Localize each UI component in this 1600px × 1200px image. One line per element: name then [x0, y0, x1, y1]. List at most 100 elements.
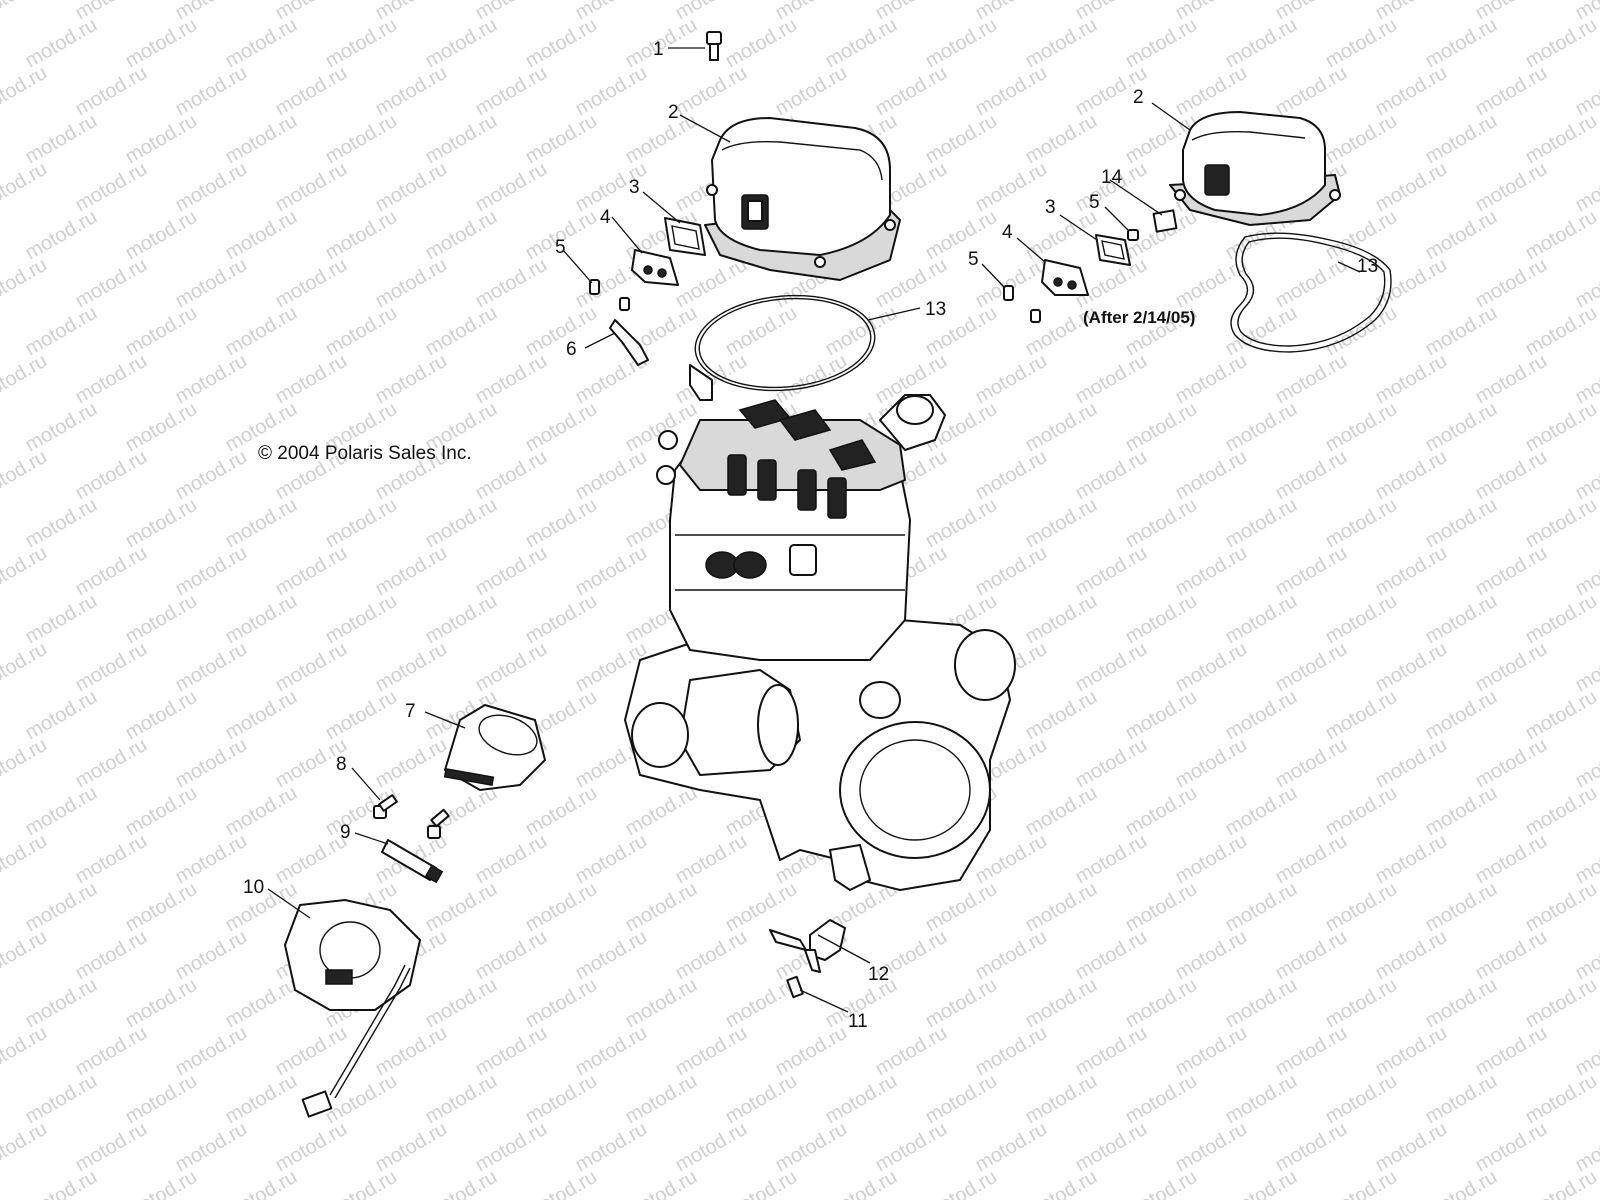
watermark-text: motod.ru — [72, 254, 151, 313]
watermark-text: motod.ru — [422, 494, 501, 553]
watermark-text: motod.ru — [1272, 542, 1351, 601]
watermark-text: motod.ru — [1322, 398, 1401, 457]
watermark-text: motod.ru — [222, 302, 301, 361]
watermark-text: motod.ru — [172, 1118, 251, 1177]
watermark-text: motod.ru — [1522, 398, 1600, 457]
watermark-text: motod.ru — [1322, 590, 1401, 649]
watermark-text: motod.ru — [22, 686, 101, 745]
watermark-text: motod.ru — [1022, 974, 1101, 1033]
watermark-text: motod.ru — [422, 590, 501, 649]
watermark-text: motod.ru — [1522, 878, 1600, 937]
watermark-text: motod.ru — [272, 62, 351, 121]
watermark-text: motod.ru — [522, 878, 601, 937]
watermark-text: motod.ru — [1022, 686, 1101, 745]
watermark-text: motod.ru — [372, 542, 451, 601]
watermark-text: motod.ru — [672, 62, 751, 121]
watermark-text: motod.ru — [572, 1022, 651, 1081]
watermark-text: motod.ru — [1222, 14, 1301, 73]
watermark-text: motod.ru — [772, 350, 851, 409]
watermark-text: motod.ru — [1422, 14, 1501, 73]
callout-labels: 1 2 2 3 3 4 4 5 5 5 6 7 8 9 10 11 12 13 … — [243, 39, 1378, 1032]
watermark-text: motod.ru — [322, 1166, 401, 1200]
callout-14: 14 — [1101, 167, 1123, 188]
watermark-text: motod.ru — [1172, 1118, 1251, 1177]
watermark-text: motod.ru — [1122, 398, 1201, 457]
watermark-text: motod.ru — [622, 878, 701, 937]
watermark-text: motod.ru — [922, 494, 1001, 553]
watermark-text: motod.ru — [172, 446, 251, 505]
watermark-text: motod.ru — [1122, 494, 1201, 553]
callout-3-left: 3 — [629, 177, 640, 198]
watermark-text: motod.ru — [972, 254, 1051, 313]
callout-8: 8 — [336, 754, 347, 775]
watermark-text: motod.ru — [1522, 974, 1600, 1033]
part-13-o-ring — [694, 294, 876, 392]
watermark-text: motod.ru — [1422, 590, 1501, 649]
watermark-text: motod.ru — [1372, 1022, 1451, 1081]
watermark-text: motod.ru — [1472, 1022, 1551, 1081]
callout-13-right: 13 — [1357, 256, 1378, 277]
part-13-cover-gasket — [1230, 232, 1392, 353]
watermark-text: motod.ru — [72, 734, 151, 793]
watermark-text: motod.ru — [0, 1022, 51, 1081]
watermark-text: motod.ru — [1472, 350, 1551, 409]
watermark-text: motod.ru — [972, 542, 1051, 601]
watermark-text: motod.ru — [572, 62, 651, 121]
watermark-text: motod.ru — [1522, 494, 1600, 553]
watermark-text: motod.ru — [1222, 398, 1301, 457]
watermark-text: motod.ru — [1322, 974, 1401, 1033]
watermark-text: motod.ru — [1272, 350, 1351, 409]
watermark-text: motod.ru — [672, 1118, 751, 1177]
watermark-text: motod.ru — [1122, 782, 1201, 841]
watermark-text: motod.ru — [322, 494, 401, 553]
watermark-text: motod.ru — [222, 590, 301, 649]
watermark-text: motod.ru — [772, 1022, 851, 1081]
watermark-text: motod.ru — [1022, 110, 1101, 169]
watermark-text: motod.ru — [522, 1070, 601, 1129]
watermark-text: motod.ru — [322, 782, 401, 841]
watermark-text: motod.ru — [1422, 1166, 1501, 1200]
callout-5-left: 5 — [555, 237, 566, 258]
watermark-text: motod.ru — [1272, 638, 1351, 697]
watermark-text: motod.ru — [1122, 590, 1201, 649]
watermark-text: motod.ru — [1322, 494, 1401, 553]
watermark-text: motod.ru — [1472, 830, 1551, 889]
watermark-text: motod.ru — [22, 590, 101, 649]
watermark-text: motod.ru — [222, 782, 301, 841]
watermark-text: motod.ru — [122, 1166, 201, 1200]
watermark-text: motod.ru — [1072, 1118, 1151, 1177]
watermark-text: motod.ru — [572, 542, 651, 601]
rocker-arms — [738, 399, 877, 471]
watermark-text: motod.ru — [1172, 542, 1251, 601]
watermark-text: motod.ru — [472, 1022, 551, 1081]
watermark-text: motod.ru — [72, 158, 151, 217]
watermark-text: motod.ru — [972, 1022, 1051, 1081]
watermark-text: motod.ru — [1022, 398, 1101, 457]
watermark-text: motod.ru — [1472, 446, 1551, 505]
watermark-text: motod.ru — [472, 926, 551, 985]
watermark-text: motod.ru — [1072, 830, 1151, 889]
watermark-text: motod.ru — [422, 1166, 501, 1200]
callout-10: 10 — [243, 877, 264, 898]
watermark-text: motod.ru — [1172, 350, 1251, 409]
watermark-text: motod.ru — [322, 14, 401, 73]
watermark-text: motod.ru — [22, 494, 101, 553]
watermark-text: motod.ru — [1072, 1022, 1151, 1081]
watermark-text: motod.ru — [1122, 14, 1201, 73]
watermark-text: motod.ru — [1072, 926, 1151, 985]
watermark-text: motod.ru — [1372, 62, 1451, 121]
watermark-text: motod.ru — [172, 830, 251, 889]
watermark-text: motod.ru — [1072, 638, 1151, 697]
watermark-text: motod.ru — [122, 398, 201, 457]
watermark-text: motod.ru — [1422, 686, 1501, 745]
watermark-text: motod.ru — [372, 254, 451, 313]
watermark-text: motod.ru — [1422, 494, 1501, 553]
watermark-text: motod.ru — [122, 782, 201, 841]
watermark-text: motod.ru — [472, 542, 551, 601]
watermark-text: motod.ru — [1322, 1070, 1401, 1129]
watermark-text: motod.ru — [22, 14, 101, 73]
watermark-text: motod.ru — [0, 254, 51, 313]
part-6-sensor — [609, 319, 713, 401]
watermark-text: motod.ru — [1222, 494, 1301, 553]
watermark-text: motod.ru — [0, 1118, 51, 1177]
